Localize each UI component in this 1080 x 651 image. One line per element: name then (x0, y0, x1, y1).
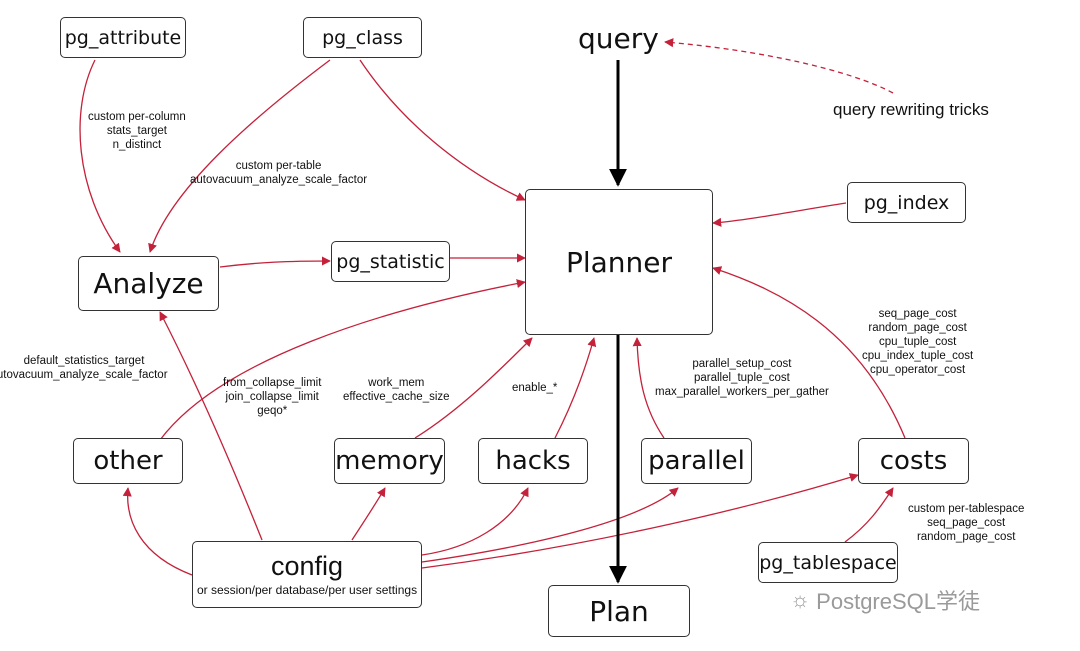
node-config: config or session/per database/per user … (192, 541, 422, 608)
edge-class-analyze (148, 59, 331, 253)
node-other: other (73, 438, 183, 484)
edge-config-memory (351, 487, 386, 541)
edge-config-hacks (421, 487, 529, 556)
edge-config-costs (421, 473, 859, 569)
node-pg-attribute: pg_attribute (60, 17, 186, 58)
label-hacks: enable_* (512, 382, 558, 394)
node-planner: Planner (525, 189, 713, 335)
node-plan: Plan (548, 585, 690, 637)
node-analyze: Analyze (78, 256, 219, 311)
edge-attribute-analyze (79, 59, 121, 253)
edge-memory-planner (414, 337, 533, 439)
node-pg-tablespace: pg_tablespace (758, 542, 898, 583)
node-parallel: parallel (641, 438, 752, 484)
edge-config-parallel (421, 487, 679, 563)
edge-index-planner (712, 202, 847, 227)
query-label: query (578, 22, 659, 55)
edge-hacks-planner (554, 337, 597, 439)
node-costs: costs (858, 438, 969, 484)
wechat-icon: ☼ (790, 587, 811, 612)
edge-other-planner (159, 279, 526, 441)
edge-tablespace-costs (844, 487, 894, 543)
node-pg-statistic: pg_statistic (331, 241, 450, 282)
node-hacks: hacks (478, 438, 588, 484)
node-pg-index: pg_index (847, 182, 966, 223)
edge-rewrite-query (664, 38, 894, 94)
watermark: ☼ PostgreSQL学徒 (790, 584, 980, 616)
edge-config-other (122, 487, 193, 576)
config-subtitle: or session/per database/per user setting… (196, 583, 418, 597)
edge-parallel-planner (632, 337, 665, 439)
edge-config-analyze (159, 311, 263, 541)
edge-costs-planner (712, 266, 906, 439)
watermark-text: PostgreSQL学徒 (816, 589, 981, 614)
config-title: config (270, 551, 344, 581)
node-pg-class: pg_class (303, 17, 422, 58)
edge-analyze-statistic (219, 256, 331, 268)
node-memory: memory (334, 438, 445, 484)
rewrite-label: query rewriting tricks (833, 100, 989, 119)
edge-class-planner (359, 59, 526, 201)
